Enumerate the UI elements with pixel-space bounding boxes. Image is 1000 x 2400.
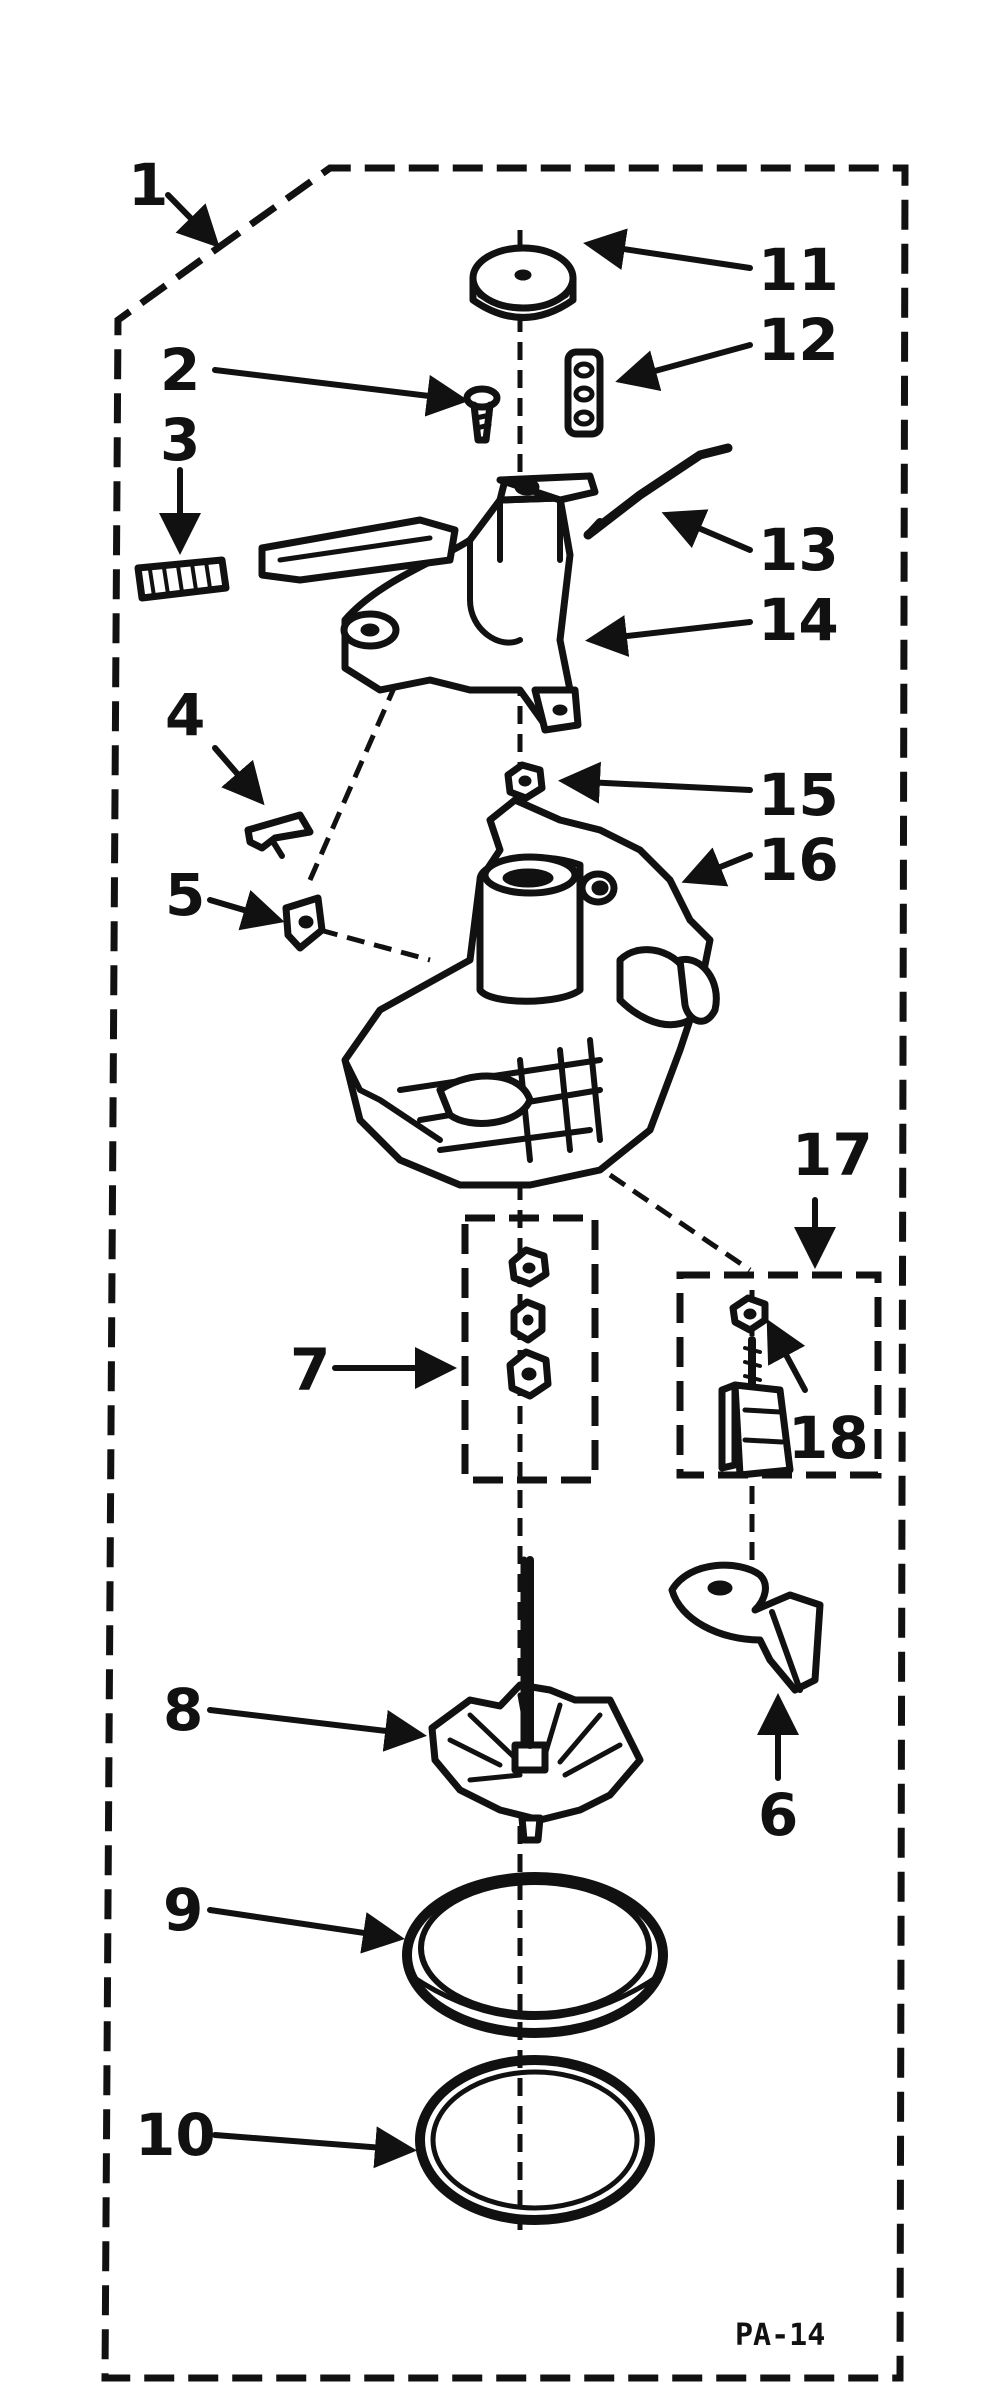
assembly-boundary — [101, 164, 909, 2382]
callout-8: 8 — [163, 1676, 203, 1744]
callout-7: 7 — [290, 1336, 330, 1404]
callout-13: 13 — [758, 516, 839, 584]
callout-1: 1 — [128, 151, 168, 219]
axis-5-to-16 — [319, 927, 431, 963]
part-plug — [282, 894, 326, 952]
callout-3: 3 — [160, 406, 200, 474]
part-bushing — [564, 348, 604, 438]
axis-16-to-17 — [608, 1172, 752, 1273]
part-seal-ring — [402, 1872, 668, 2038]
part-o-ring — [415, 2055, 655, 2225]
part-pulley — [469, 244, 577, 321]
callout-6: 6 — [758, 1781, 798, 1849]
part-housing — [341, 796, 720, 1189]
part-spring — [134, 556, 230, 602]
part-actuator — [668, 1561, 824, 1694]
callout-9: 9 — [163, 1876, 203, 1944]
part-7-fasteners — [506, 1246, 552, 1400]
callout-10: 10 — [135, 2101, 216, 2169]
part-lever-bracket — [258, 472, 599, 734]
callout-14: 14 — [758, 586, 839, 654]
part-18-latch-assembly — [718, 1294, 794, 1479]
callout-2: 2 — [160, 336, 200, 404]
callout-18: 18 — [788, 1404, 869, 1472]
leader-lines — [159, 192, 836, 2169]
part-wire-spring — [583, 443, 733, 540]
part-agitator — [428, 1556, 644, 1844]
callout-15: 15 — [758, 761, 839, 829]
callout-12: 12 — [758, 306, 839, 374]
part-nut — [504, 761, 546, 802]
callout-11: 11 — [758, 236, 839, 304]
part-clip — [244, 811, 314, 859]
callout-16: 16 — [758, 826, 839, 894]
callout-5: 5 — [165, 861, 205, 929]
callout-17: 17 — [792, 1121, 873, 1189]
part-17-kit-box — [676, 1271, 882, 1479]
callout-4: 4 — [165, 681, 205, 749]
part-7-kit-box — [461, 1214, 599, 1484]
diagram-code: PA-14 — [735, 2318, 825, 2353]
part-screw — [463, 385, 501, 444]
